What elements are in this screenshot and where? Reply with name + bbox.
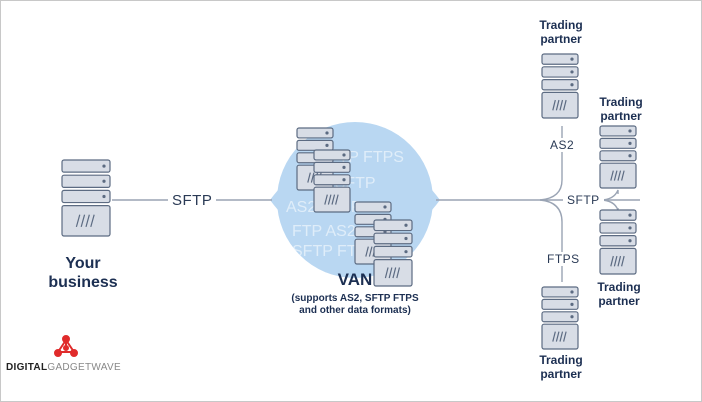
logo-text-part2: GADGETWAVE (47, 362, 121, 373)
van-subtitle-line2: and other data formats) (299, 305, 411, 316)
logo-molecule-icon (54, 335, 78, 357)
your-business-label: Your business (38, 254, 128, 292)
your-business-line1: Your (65, 255, 101, 272)
server-partner-top (541, 53, 579, 119)
partner-top-line2: partner (540, 32, 582, 47)
partner-label-top: Trading partner (526, 18, 596, 47)
server-van-4 (373, 219, 413, 287)
partner-label-right-lower: Trading partner (584, 280, 654, 309)
connection-label-as2: AS2 (546, 138, 579, 152)
connection-label-business-van: SFTP (168, 192, 217, 209)
partner-right-upper-line2: partner (600, 109, 642, 124)
connection-label-sftp-right: SFTP (563, 193, 604, 207)
your-business-line2: business (48, 274, 118, 292)
partner-label-right-upper: Trading partner (586, 95, 656, 124)
line-to-top-partner (539, 126, 563, 201)
svg-text:FTP AS2: FTP AS2 (292, 223, 356, 240)
server-your-business (61, 159, 111, 237)
server-group (61, 53, 637, 350)
server-van-2 (313, 149, 351, 213)
logo-text: DIGITALGADGETWAVE (6, 362, 121, 373)
partner-right-lower-line1: Trading (597, 280, 641, 294)
logo-text-part1: DIGITAL (6, 362, 48, 373)
server-partner-bottom (541, 286, 579, 350)
connection-label-ftps: FTPS (543, 252, 584, 266)
van-subtitle: (supports AS2, SFTP FTPS and other data … (270, 293, 440, 317)
partner-label-bottom: Trading partner (526, 353, 596, 382)
partner-right-upper-line1: Trading (599, 95, 643, 109)
partner-right-lower-line2: partner (598, 294, 640, 309)
van-title: VAN (337, 270, 373, 289)
server-partner-right-upper (599, 125, 637, 189)
partner-bottom-line1: Trading (539, 353, 583, 367)
line-to-bottom-partner (539, 199, 563, 282)
van-subtitle-line1: (supports AS2, SFTP FTPS (291, 293, 419, 304)
partner-bottom-line2: partner (540, 367, 582, 382)
server-partner-right-lower (599, 209, 637, 275)
partner-top-line1: Trading (539, 18, 583, 32)
